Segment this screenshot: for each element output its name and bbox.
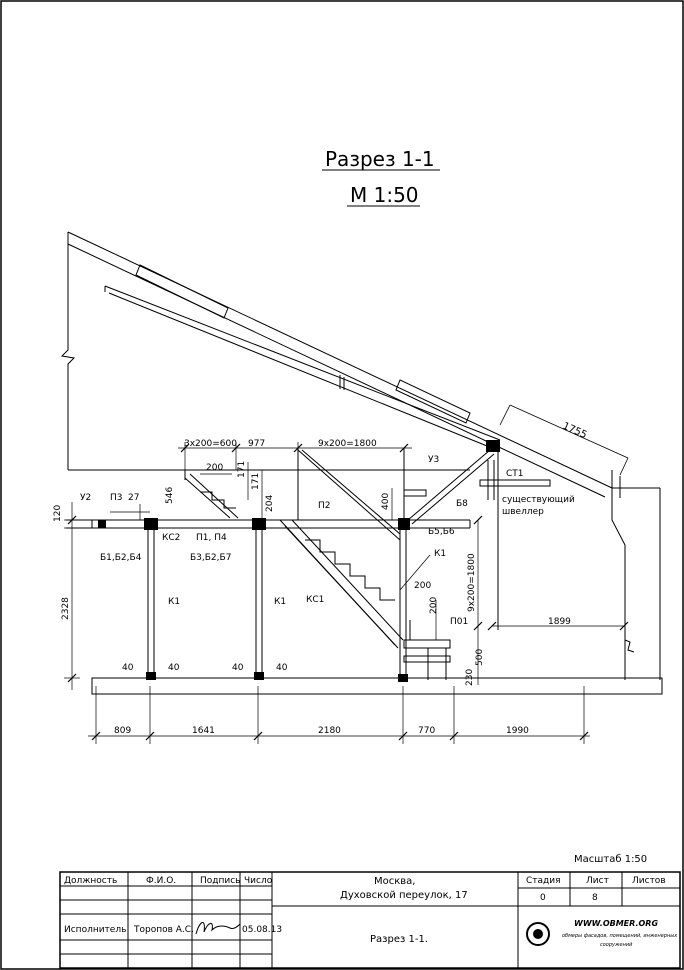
annotation-labels: У2 П3 27 546 КС2 П1, П4 Б1,Б2,Б4 Б3,Б2,Б… [53, 439, 575, 686]
floor-slab [66, 520, 662, 694]
tb-stage-value: 0 [540, 893, 546, 903]
label-204: 204 [265, 495, 275, 512]
tb-address-2: Духовской переулок, 17 [340, 890, 468, 901]
logo-subtitle-1: обмеры фасадов, помещений, инженерных [562, 933, 677, 939]
label-y2: У2 [80, 493, 91, 503]
label-b5b6: Б5,Б6 [428, 527, 455, 537]
tb-sheet-value: 8 [592, 893, 598, 903]
label-171a: 171 [237, 461, 247, 478]
label-b3b2b7: Б3,Б2,Б7 [190, 553, 231, 563]
label-40a: 40 [122, 663, 134, 673]
label-kc2: КС2 [162, 533, 180, 543]
label-230: 230 [465, 669, 475, 686]
landing-p01 [404, 620, 450, 680]
title-block [60, 872, 680, 968]
bottom-dim-4: 770 [418, 726, 435, 736]
stair-kc1 [280, 450, 403, 648]
scale-note: Масштаб 1:50 [574, 854, 647, 865]
tb-signature [196, 922, 240, 934]
label-171b: 171 [251, 473, 261, 490]
dimension-lines [64, 442, 625, 744]
tb-address-1: Москва, [374, 876, 415, 887]
label-40b: 40 [168, 663, 180, 673]
bottom-dim-1: 809 [114, 726, 131, 736]
stair-kc2 [175, 470, 265, 518]
tb-col-position: Должность [64, 876, 117, 886]
bottom-dim-5: 1990 [506, 726, 529, 736]
label-120: 120 [53, 505, 63, 522]
logo-subtitle-2: сооружений [600, 942, 633, 948]
label-977: 977 [248, 439, 265, 449]
label-1899: 1899 [548, 617, 571, 627]
label-27: 27 [128, 493, 139, 503]
label-k1c: К1 [274, 597, 286, 607]
label-y3: У3 [428, 455, 439, 465]
label-40d: 40 [276, 663, 288, 673]
label-2328: 2328 [61, 597, 71, 620]
label-b1b2b4: Б1,Б2,Б4 [100, 553, 142, 563]
label-40c: 40 [232, 663, 244, 673]
label-3x200: 3х200=600 [184, 439, 237, 449]
label-200b: 200 [414, 581, 431, 591]
label-500: 500 [475, 649, 485, 666]
label-existing-2: швеллер [502, 507, 544, 517]
bottom-dim-2: 1641 [192, 726, 215, 736]
tb-drawing-name: Разрез 1-1. [370, 934, 428, 945]
label-200c: 200 [429, 597, 439, 614]
label-400: 400 [381, 493, 391, 510]
label-kc1: КС1 [306, 595, 324, 605]
column-nodes [98, 440, 500, 682]
label-p1p4: П1, П4 [196, 533, 227, 543]
scale-title: М 1:50 [350, 183, 419, 207]
tb-col-date: Число [244, 876, 273, 886]
brace-b8 [404, 450, 550, 524]
tb-stage-header: Стадия [526, 876, 561, 886]
section-title: Разрез 1-1 [325, 147, 435, 171]
dim-1755-label: 1755 [561, 421, 589, 441]
label-9x200v: 9х200=1800 [467, 553, 477, 612]
bottom-dimensions: 809 1641 2180 770 1990 [114, 726, 529, 736]
label-st1: СТ1 [506, 469, 524, 479]
label-k1b: К1 [168, 597, 180, 607]
label-p3: П3 [110, 493, 123, 503]
label-p2: П2 [318, 501, 331, 511]
tb-person: Торопов А.С. [133, 925, 194, 935]
label-p01: П01 [450, 617, 468, 627]
tb-sheet-header: Лист [586, 876, 609, 886]
label-200a: 200 [206, 463, 223, 473]
tb-col-sign: Подпись [200, 876, 240, 886]
label-k1a: К1 [434, 549, 446, 559]
tb-col-name: Ф.И.О. [146, 876, 176, 886]
tb-sheets-header: Листов [632, 876, 666, 886]
bottom-dim-3: 2180 [318, 726, 341, 736]
label-9x200: 9х200=1800 [318, 439, 377, 449]
obmer-logo: WWW.OBMER.ORG обмеры фасадов, помещений,… [526, 919, 677, 948]
logo-url: WWW.OBMER.ORG [574, 919, 658, 928]
label-existing-1: существующий [502, 495, 575, 505]
dim-1755 [500, 405, 628, 475]
tb-role: Исполнитель [64, 925, 126, 935]
tb-date: 05.08.13 [242, 925, 282, 935]
columns [148, 448, 498, 680]
dimension-ticks [68, 444, 628, 740]
label-546: 546 [165, 487, 175, 504]
label-b8: Б8 [456, 499, 468, 509]
roof [62, 232, 660, 680]
